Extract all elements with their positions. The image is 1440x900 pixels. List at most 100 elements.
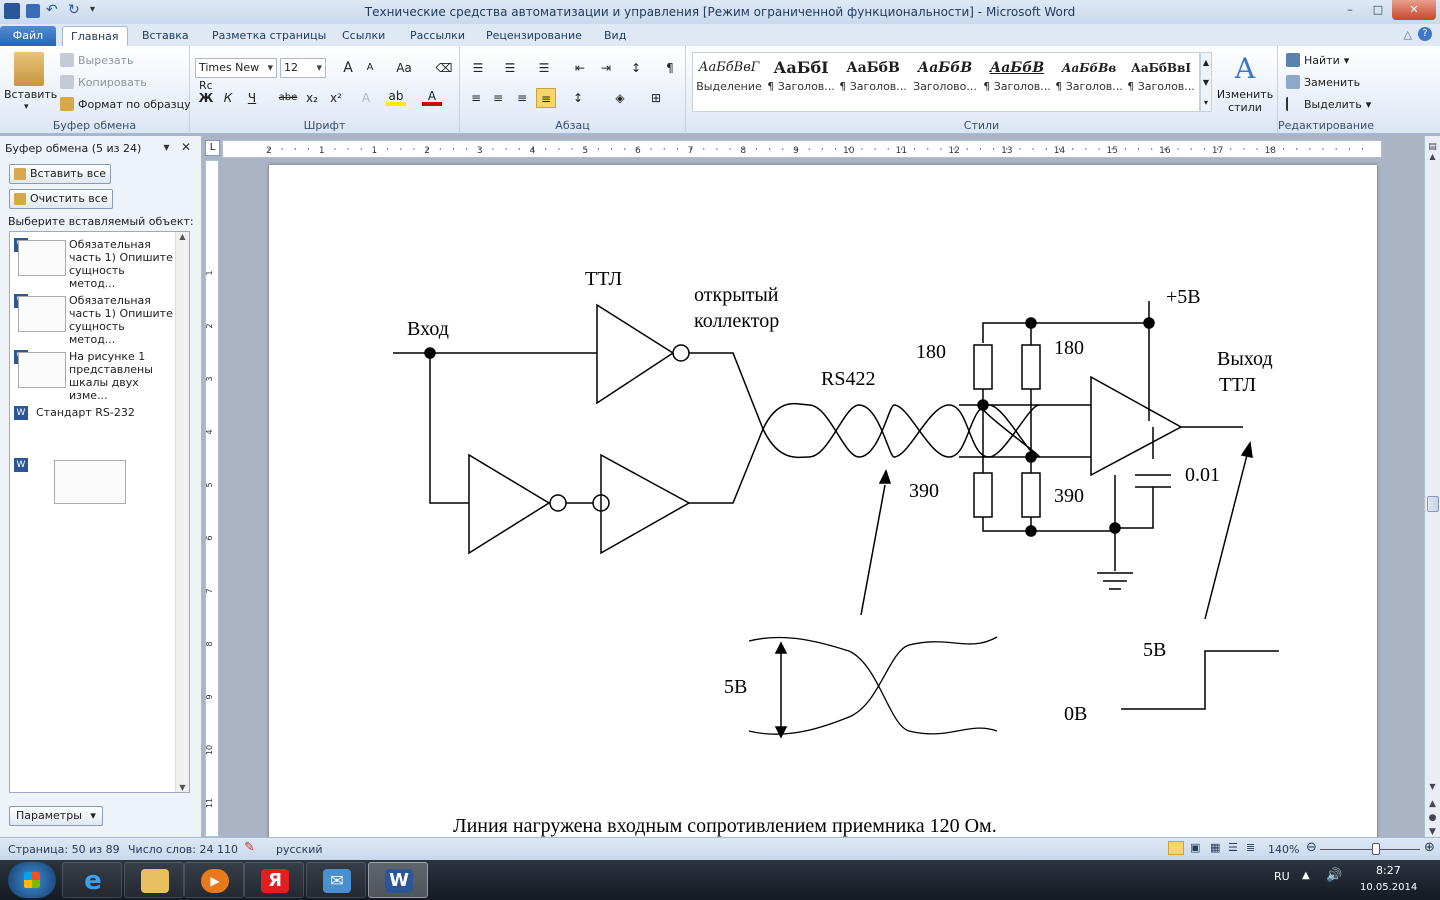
document-area[interactable]: Вход ТТЛ открытый коллектор RS422 +5В 18…: [221, 158, 1424, 837]
tab-selector-icon[interactable]: L: [205, 140, 220, 156]
change-styles-icon[interactable]: A: [1234, 52, 1256, 85]
paste-icon[interactable]: [14, 52, 44, 86]
tab-insert[interactable]: Вставка: [142, 29, 189, 42]
subscript-button[interactable]: x₂: [306, 91, 318, 105]
taskbar-explorer[interactable]: [124, 862, 184, 898]
taskbar-ie[interactable]: e: [62, 862, 122, 898]
shading-icon[interactable]: ◈: [615, 91, 625, 105]
draft-icon[interactable]: ≣: [1246, 841, 1256, 854]
pane-menu-icon[interactable]: ▾: [163, 140, 170, 154]
bold-button[interactable]: Ж: [198, 91, 214, 105]
ruler-toggle-icon[interactable]: ▤: [1428, 142, 1437, 152]
zoom-slider-knob[interactable]: [1372, 843, 1380, 855]
strikethrough-button[interactable]: abe: [278, 92, 298, 103]
help-icon[interactable]: ?: [1418, 27, 1432, 41]
highlight-icon[interactable]: ab: [386, 88, 406, 106]
scrollbar-thumb[interactable]: [1427, 496, 1439, 512]
text-effects-icon[interactable]: A: [361, 91, 371, 105]
word-count[interactable]: Число слов: 24 110: [128, 843, 238, 856]
align-center-icon[interactable]: ≡: [492, 91, 504, 105]
language-bar[interactable]: RU: [1274, 870, 1290, 883]
clipboard-list-scrollbar[interactable]: ▲ ▼: [175, 232, 189, 792]
numbering-icon[interactable]: ☰: [504, 61, 516, 75]
tab-review[interactable]: Рецензирование: [486, 29, 582, 42]
zoom-level[interactable]: 140%: [1268, 843, 1300, 856]
italic-button[interactable]: К: [223, 91, 233, 105]
taskbar-media-player[interactable]: ▶: [184, 862, 244, 898]
style-item[interactable]: АаБбВ Заголово...: [910, 56, 980, 104]
format-painter-button[interactable]: Формат по образцу: [60, 97, 191, 111]
bullets-icon[interactable]: ☰: [472, 61, 484, 75]
font-name-combo[interactable]: Times New Rc: [195, 58, 277, 92]
redo-icon[interactable]: ↻: [68, 2, 80, 18]
multilevel-list-icon[interactable]: ☰: [538, 61, 550, 75]
next-page-icon[interactable]: ▼: [1429, 827, 1436, 837]
style-item[interactable]: АаБбВв ¶ Заголов...: [1054, 56, 1124, 104]
taskbar-yandex[interactable]: Я: [244, 862, 304, 898]
minimize-button[interactable]: –: [1347, 3, 1353, 16]
tab-mailings[interactable]: Рассылки: [410, 29, 465, 42]
line-spacing-icon[interactable]: ↕: [572, 91, 584, 105]
zoom-out-icon[interactable]: ⊖: [1306, 840, 1317, 855]
shrink-font-button[interactable]: A: [366, 62, 374, 73]
grow-font-button[interactable]: A: [343, 60, 353, 76]
increase-indent-icon[interactable]: ⇥: [600, 61, 612, 75]
show-formatting-button[interactable]: ¶: [666, 61, 674, 75]
change-case-button[interactable]: Aa: [396, 61, 412, 75]
clear-formatting-icon[interactable]: ⌫: [435, 61, 453, 75]
find-button[interactable]: Найти▾: [1286, 53, 1349, 67]
font-size-combo[interactable]: 12: [280, 58, 326, 78]
tab-references[interactable]: Ссылки: [342, 29, 386, 42]
clipboard-item[interactable]: W Стандарт RS-232: [14, 406, 174, 426]
change-styles-button[interactable]: Изменить стили: [1216, 88, 1274, 114]
start-button[interactable]: [8, 862, 56, 898]
tab-view[interactable]: Вид: [604, 29, 627, 42]
zoom-slider[interactable]: [1320, 849, 1420, 850]
clipboard-item[interactable]: W: [14, 458, 174, 508]
underline-button[interactable]: Ч: [247, 91, 257, 105]
volume-icon[interactable]: 🔊: [1326, 868, 1343, 883]
scroll-up-icon[interactable]: ▲: [179, 232, 186, 241]
customize-qat-icon[interactable]: ▾: [90, 4, 96, 15]
decrease-indent-icon[interactable]: ⇤: [574, 61, 586, 75]
tab-home[interactable]: Главная: [62, 26, 128, 46]
paste-dropdown-icon[interactable]: ▾: [24, 102, 29, 112]
paste-button[interactable]: Вставить: [4, 88, 58, 101]
scroll-down-icon[interactable]: ▼: [1429, 782, 1436, 791]
save-icon[interactable]: [26, 4, 40, 18]
align-left-icon[interactable]: ≡: [470, 91, 482, 105]
font-color-button[interactable]: A: [422, 88, 442, 106]
print-layout-icon[interactable]: [1168, 841, 1184, 855]
align-right-icon[interactable]: ≡: [516, 91, 528, 105]
web-layout-icon[interactable]: ▦: [1210, 841, 1221, 854]
language-indicator[interactable]: русский: [276, 843, 323, 856]
copy-button[interactable]: Копировать: [60, 75, 147, 89]
style-item[interactable]: АаБбВвГ Выделение: [694, 56, 764, 104]
previous-page-icon[interactable]: ▲: [1429, 799, 1436, 809]
minimize-ribbon-icon[interactable]: △: [1403, 28, 1412, 41]
taskbar-mail[interactable]: ✉: [306, 862, 366, 898]
cut-button[interactable]: Вырезать: [60, 53, 133, 67]
clock-date[interactable]: 10.05.2014: [1360, 882, 1418, 893]
tray-expand-icon[interactable]: ▲: [1302, 870, 1310, 881]
replace-button[interactable]: Заменить: [1286, 75, 1360, 89]
vertical-scrollbar[interactable]: ▤ ▲ ▼ ▲ ● ▼: [1424, 136, 1440, 837]
style-item[interactable]: АаБбВвI ¶ Заголов...: [1126, 56, 1196, 104]
maximize-button[interactable]: □: [1372, 3, 1384, 16]
scroll-up-icon[interactable]: ▲: [1429, 152, 1436, 161]
pane-close-icon[interactable]: ✕: [180, 140, 191, 154]
page-indicator[interactable]: Страница: 50 из 89: [8, 843, 120, 856]
select-button[interactable]: Выделить▾: [1286, 97, 1371, 111]
word-app-icon[interactable]: [4, 3, 20, 19]
options-button[interactable]: Параметры: [9, 806, 103, 826]
styles-scroll-icon[interactable]: ▲▼▾: [1200, 52, 1212, 112]
tab-page-layout[interactable]: Разметка страницы: [212, 29, 327, 42]
paste-all-button[interactable]: Вставить все: [9, 164, 112, 184]
document-page[interactable]: Вход ТТЛ открытый коллектор RS422 +5В 18…: [269, 165, 1377, 837]
borders-icon[interactable]: ⊞: [650, 91, 662, 105]
scroll-down-icon[interactable]: ▼: [179, 783, 186, 792]
outline-icon[interactable]: ☰: [1228, 841, 1238, 854]
superscript-button[interactable]: x²: [330, 91, 342, 105]
